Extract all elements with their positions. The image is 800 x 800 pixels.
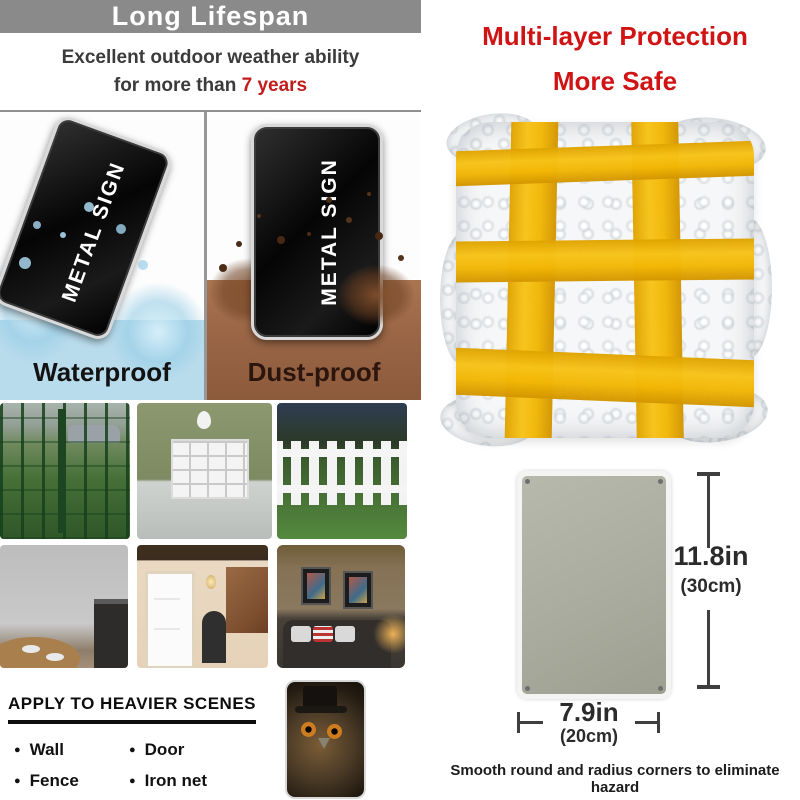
dark-cabinet bbox=[94, 599, 128, 668]
gable-ornament bbox=[197, 411, 211, 429]
waterproof-panel: METAL SIGN Waterproof bbox=[0, 112, 207, 400]
apply-item-label: Wall bbox=[29, 740, 64, 759]
apply-item-label: Fence bbox=[29, 771, 79, 790]
dustproof-panel: METAL SIGN Dust-proof bbox=[207, 112, 421, 400]
plate bbox=[22, 645, 40, 653]
art bbox=[307, 573, 325, 599]
lamp-glow bbox=[373, 614, 405, 654]
dust-splash bbox=[337, 264, 415, 326]
dining-table bbox=[0, 637, 80, 668]
yellow-tape-horizontal bbox=[456, 140, 754, 187]
hat-brim bbox=[295, 706, 347, 713]
durability-panels: METAL SIGN Waterproof METAL SIGN Dust-pr… bbox=[0, 110, 421, 402]
fence-rail bbox=[277, 485, 407, 493]
subtitle-line2: for more than 7 years bbox=[113, 75, 308, 96]
blank-metal-sign-figure bbox=[517, 471, 671, 699]
owl-eye bbox=[327, 724, 342, 739]
yellow-tape-horizontal bbox=[456, 347, 754, 408]
bubble-wrap-package bbox=[437, 107, 772, 451]
fence-rail bbox=[277, 449, 407, 457]
top-hat bbox=[303, 686, 337, 708]
mounting-hole bbox=[658, 479, 663, 484]
owl-top-hat-sign-example bbox=[285, 680, 366, 799]
apply-item-iron-net: ● Iron net bbox=[129, 771, 264, 791]
apply-scenes-title: APPLY TO HEAVIER SCENES bbox=[8, 694, 256, 724]
metal-fence-photo bbox=[0, 403, 130, 539]
garage-door bbox=[171, 439, 249, 499]
yellow-tape-horizontal bbox=[456, 238, 754, 283]
height-value-inches: 11.8in bbox=[673, 541, 749, 571]
apply-item-fence: ● Fence bbox=[14, 771, 129, 791]
height-value-cm: (30cm) bbox=[680, 576, 742, 597]
dining-room-photo bbox=[0, 545, 128, 668]
striped-pillow bbox=[313, 626, 333, 642]
bullet-icon: ● bbox=[129, 774, 136, 787]
mounting-hole bbox=[658, 686, 663, 691]
apply-item-label: Iron net bbox=[144, 771, 207, 790]
package-body bbox=[456, 122, 754, 438]
protection-heading-line1: Multi-layer Protection bbox=[482, 21, 748, 51]
copper-accent-wall bbox=[226, 567, 268, 633]
hallway-photo bbox=[137, 545, 268, 668]
bullet-icon: ● bbox=[14, 743, 21, 756]
wall-art-frame bbox=[301, 567, 331, 605]
water-droplets bbox=[60, 232, 66, 238]
fence-post bbox=[58, 409, 66, 533]
owl-beak bbox=[318, 738, 330, 749]
metal-sign-text: METAL SIGN bbox=[317, 158, 341, 306]
mounting-hole bbox=[525, 686, 530, 691]
pillow bbox=[335, 626, 355, 642]
protection-heading-line2: More Safe bbox=[552, 66, 678, 96]
weather-ability-subtitle: Excellent outdoor weather ability for mo… bbox=[0, 44, 421, 100]
garage-door-photo bbox=[137, 403, 272, 539]
metal-sign-text: METAL SIGN bbox=[57, 158, 130, 306]
height-dimension-line bbox=[707, 474, 710, 548]
bullet-icon: ● bbox=[14, 774, 21, 787]
safety-caption: Smooth round and radius corners to elimi… bbox=[450, 762, 780, 796]
width-value-inches: 7.9in bbox=[559, 697, 619, 727]
white-door bbox=[145, 571, 195, 668]
protection-heading: Multi-layer Protection More Safe bbox=[435, 14, 795, 104]
height-dimension-cap-bottom bbox=[697, 685, 720, 689]
waterproof-label: Waterproof bbox=[33, 357, 171, 387]
subtitle-line1: Excellent outdoor weather ability bbox=[61, 47, 360, 68]
width-dimension-cap-left bbox=[517, 712, 520, 733]
banner-title: Long Lifespan bbox=[111, 1, 310, 31]
plate bbox=[46, 653, 64, 661]
apply-scenes-list: ● Wall ● Door ● Fence ● Iron net bbox=[14, 740, 264, 791]
art bbox=[349, 577, 367, 603]
pendant-light bbox=[206, 575, 216, 589]
pillow bbox=[291, 626, 311, 642]
chair bbox=[202, 611, 226, 663]
dust-speckles bbox=[307, 232, 311, 236]
width-value-cm: (20cm) bbox=[559, 726, 619, 746]
width-dimension-line bbox=[635, 721, 659, 724]
bullet-icon: ● bbox=[129, 743, 136, 756]
apply-item-door: ● Door bbox=[129, 740, 264, 760]
living-room-photo bbox=[277, 545, 405, 668]
height-dimension-line bbox=[707, 610, 710, 687]
seven-years-highlight: 7 years bbox=[241, 75, 308, 96]
apply-item-wall: ● Wall bbox=[14, 740, 129, 760]
apply-item-label: Door bbox=[144, 740, 185, 759]
picket-fence-photo bbox=[277, 403, 407, 539]
long-lifespan-banner: Long Lifespan bbox=[0, 0, 421, 33]
wall-art-frame bbox=[343, 571, 373, 609]
width-dimension-cap-right bbox=[657, 712, 660, 733]
owl-eye bbox=[301, 722, 316, 737]
water-splash bbox=[108, 282, 204, 382]
mounting-hole bbox=[525, 479, 530, 484]
width-dimension-line bbox=[519, 721, 543, 724]
dustproof-label: Dust-proof bbox=[247, 357, 381, 387]
